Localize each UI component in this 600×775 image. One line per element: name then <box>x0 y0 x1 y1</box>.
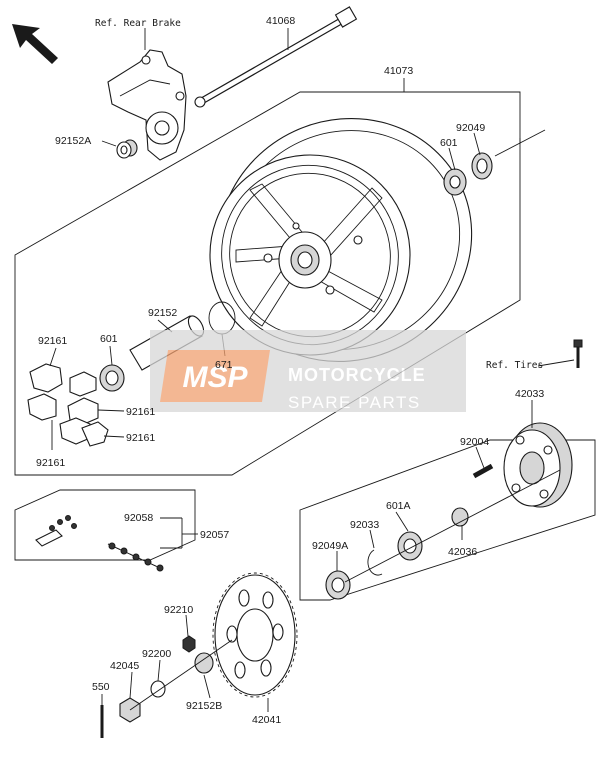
msp-watermark-logo: MSP MOTORCYCLE SPARE PARTS <box>150 330 466 412</box>
sprocket-carrier-42033 <box>503 422 573 508</box>
seal-92049A <box>325 570 351 600</box>
watermark-line1: MOTORCYCLE <box>288 365 426 385</box>
spacer-92152A <box>116 139 138 159</box>
bearing-601-left <box>99 364 125 392</box>
part-label-92210: 92210 <box>164 604 193 616</box>
part-label-42041: 42041 <box>252 714 281 726</box>
damper-92161 <box>27 363 109 447</box>
stud-92004 <box>472 463 494 479</box>
part-label-92004: 92004 <box>460 436 489 448</box>
chain-joint-92058 <box>35 515 77 547</box>
seal-92049 <box>471 152 493 180</box>
axle <box>194 6 358 108</box>
circlip-92033 <box>367 549 383 576</box>
part-label-92049A: 92049A <box>312 540 348 552</box>
front-direction-arrow-icon <box>12 24 58 64</box>
nut-92210 <box>182 635 196 653</box>
part-label-42036: 42036 <box>448 546 477 558</box>
part-label-601-right: 601 <box>440 137 458 149</box>
part-label-550: 550 <box>92 681 110 693</box>
part-label-92161-mid: 92161 <box>126 406 155 418</box>
part-label-601A: 601A <box>386 500 411 512</box>
collar-42036 <box>451 507 469 527</box>
part-label-92161-low: 92161 <box>126 432 155 444</box>
ref-rear-brake-label: Ref. Rear Brake <box>95 18 181 29</box>
tire-valve-icon <box>573 339 583 368</box>
bearing-601-right <box>443 168 467 196</box>
watermark-logo-text: MSP <box>182 361 248 394</box>
sprocket-42041 <box>212 572 298 698</box>
part-label-92161-bottom: 92161 <box>36 457 65 469</box>
part-label-92152A: 92152A <box>55 135 91 147</box>
rear-wheel <box>209 117 473 363</box>
part-label-92161-top: 92161 <box>38 335 67 347</box>
part-label-671: 671 <box>215 359 233 371</box>
wheel-assembly-box <box>14 91 521 476</box>
part-label-92033: 92033 <box>350 519 379 531</box>
part-label-92152: 92152 <box>148 307 177 319</box>
part-label-42045: 42045 <box>110 660 139 672</box>
chain-box <box>14 489 196 561</box>
part-label-92200: 92200 <box>142 648 171 660</box>
leader-lines <box>49 28 575 712</box>
part-label-41073: 41073 <box>384 65 413 77</box>
watermark-line2: SPARE PARTS <box>288 393 421 412</box>
collar-92152B <box>194 652 214 674</box>
part-label-42033: 42033 <box>515 388 544 400</box>
part-label-92058: 92058 <box>124 512 153 524</box>
rear-brake-bracket <box>107 49 187 161</box>
ref-tires-label: Ref. Tires <box>486 360 543 371</box>
o-ring-671 <box>208 301 236 335</box>
part-label-92049: 92049 <box>456 122 485 134</box>
bearing-601A <box>397 531 423 561</box>
part-label-41068: 41068 <box>266 15 295 27</box>
part-label-92152B: 92152B <box>186 700 222 712</box>
part-label-601-left: 601 <box>100 333 118 345</box>
hub-assembly-box <box>299 439 596 601</box>
chain-92057 <box>107 542 164 572</box>
part-label-92057: 92057 <box>200 529 229 541</box>
